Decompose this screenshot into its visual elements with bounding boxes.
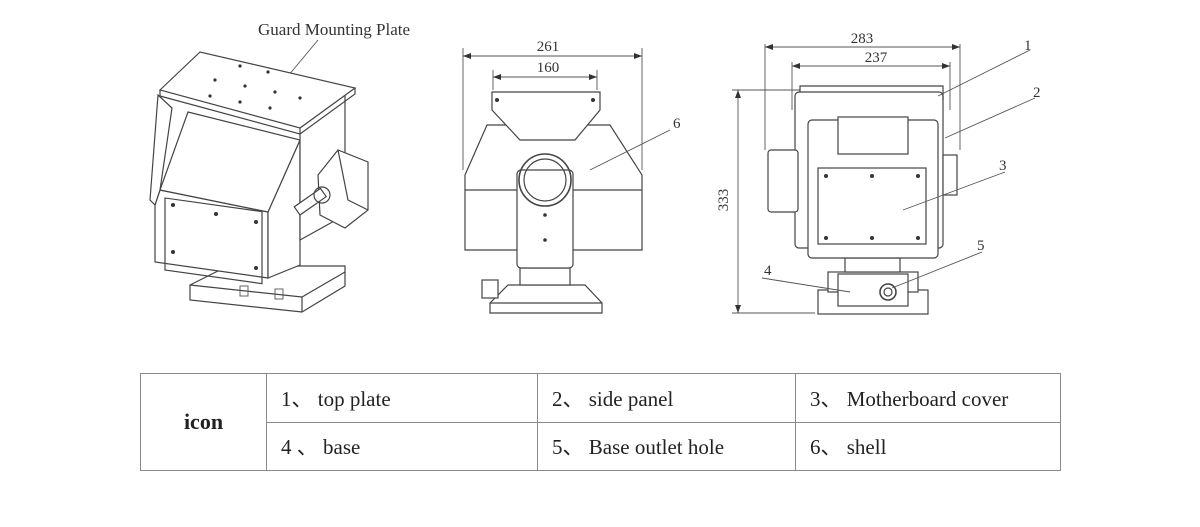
legend-cell: 4 、 base <box>266 421 538 471</box>
isometric-view: Guard Mounting Plate <box>149 20 410 313</box>
dim-side-outer: 283 <box>851 31 874 47</box>
front-view: 261 160 6 <box>462 39 681 314</box>
dim-front-outer: 261 <box>537 39 560 55</box>
dim-side-inner: 237 <box>865 50 888 66</box>
legend-cell: 2、 side panel <box>537 373 796 423</box>
callout-1: 1 <box>1024 38 1032 54</box>
callout-5: 5 <box>977 238 985 254</box>
callout-2: 2 <box>1033 85 1041 101</box>
dim-front-inner: 160 <box>537 60 560 76</box>
callout-3: 3 <box>999 158 1007 174</box>
legend-row: icon 1、 top plate 2、 side panel 3、 Mothe… <box>140 373 1061 471</box>
top-plate-holes <box>208 64 302 110</box>
legend-cell: 6、 shell <box>795 421 1061 471</box>
legend-cell: 3、 Motherboard cover <box>795 373 1061 423</box>
legend-header: icon <box>140 373 267 471</box>
technical-drawing: Guard Mounting Plate <box>149 20 1041 315</box>
motherboard-cover-screws <box>824 174 920 240</box>
guard-mounting-plate-label: Guard Mounting Plate <box>258 20 410 39</box>
front-cover-screws <box>171 203 258 270</box>
legend-cell: 1、 top plate <box>266 373 538 423</box>
dim-height: 333 <box>716 189 732 212</box>
parts-legend-table: icon 1、 top plate 2、 side panel 3、 Mothe… <box>140 373 1061 471</box>
legend-row: 4 、 base 5、 Base outlet hole 6、 shell <box>141 421 1061 471</box>
side-view: 283 237 333 <box>716 31 1041 315</box>
callout-4: 4 <box>764 263 772 279</box>
callout-6: 6 <box>673 116 681 132</box>
legend-cell: 5、 Base outlet hole <box>537 421 796 471</box>
